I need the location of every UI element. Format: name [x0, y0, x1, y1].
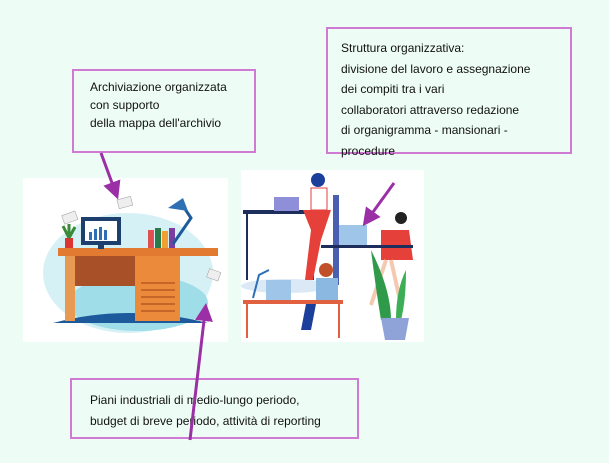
callout-line: Archiviazione organizzata	[90, 80, 227, 94]
callout-line: con supporto	[90, 98, 160, 112]
callout-line: collaboratori attraverso redazione	[341, 102, 520, 117]
archive-callout: Archiviazione organizzata con supporto d…	[72, 69, 256, 153]
desk-illustration	[23, 178, 228, 342]
callout-line: Struttura organizzativa:	[341, 41, 465, 55]
arrow-plans	[188, 303, 213, 441]
callout-line: di organigramma - mansionari -	[341, 123, 508, 137]
callout-line: della mappa dell'archivio	[90, 116, 222, 130]
plans-callout: Piani industriali di medio-lungo periodo…	[70, 378, 359, 439]
callout-line: divisione del lavoro e assegnazione	[341, 61, 531, 76]
team-illustration	[241, 170, 424, 342]
callout-line: dei compiti tra i vari	[341, 82, 445, 96]
callout-line: procedure	[341, 143, 396, 158]
arrow-archive	[99, 152, 121, 200]
structure-callout: Struttura organizzativa: divisione del l…	[326, 27, 572, 158]
arrow-structure	[362, 182, 396, 227]
callout-line: budget di breve periodo, attività di rep…	[90, 414, 321, 428]
